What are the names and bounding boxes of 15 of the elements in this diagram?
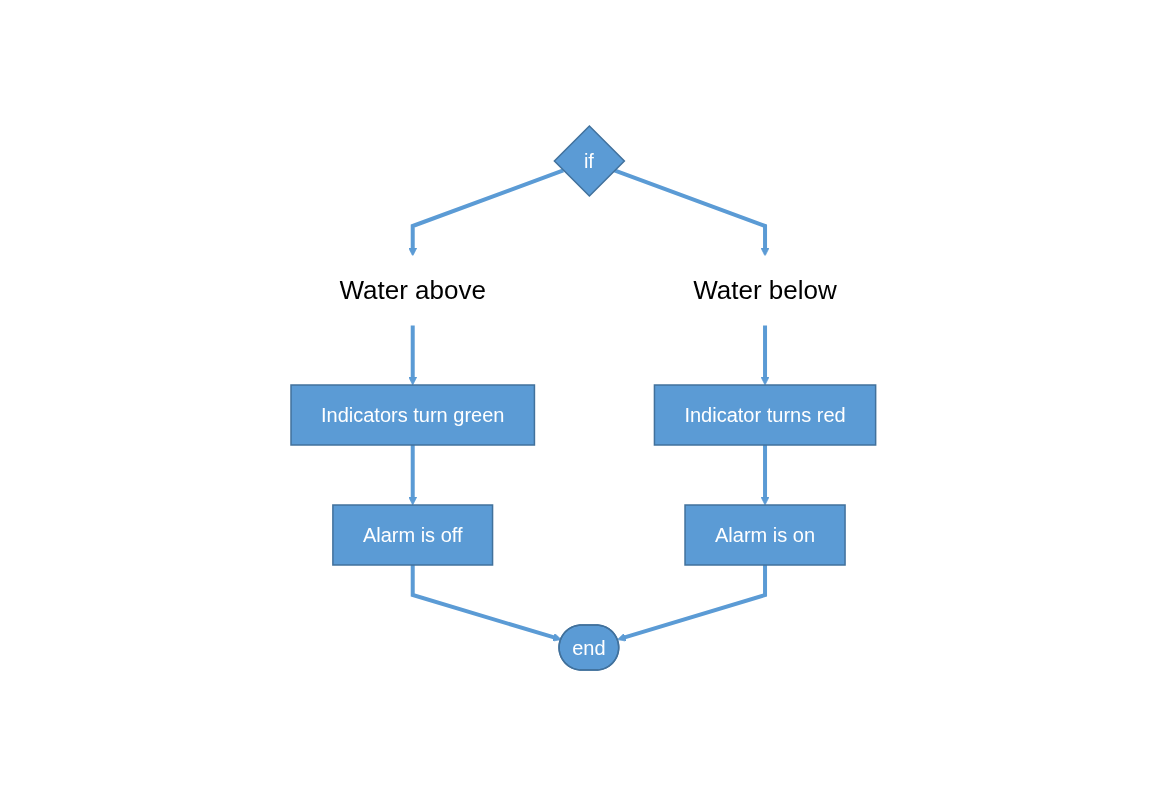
node-box: Indicators turn green (290, 384, 536, 446)
arrow (408, 325, 418, 386)
arrow (760, 445, 770, 506)
node-box: Indicator turns red (653, 384, 877, 446)
arrow (760, 325, 770, 386)
arrow (408, 168, 565, 257)
arrow (408, 445, 418, 506)
node-text: Water above (339, 275, 487, 305)
node-box: Alarm is off (332, 504, 494, 566)
arrow (613, 168, 770, 257)
node-diamond: if (553, 124, 626, 198)
node-box: Alarm is on (684, 504, 846, 566)
arrow (617, 565, 768, 642)
node-text: Water below (693, 275, 837, 305)
arrow (410, 565, 562, 642)
